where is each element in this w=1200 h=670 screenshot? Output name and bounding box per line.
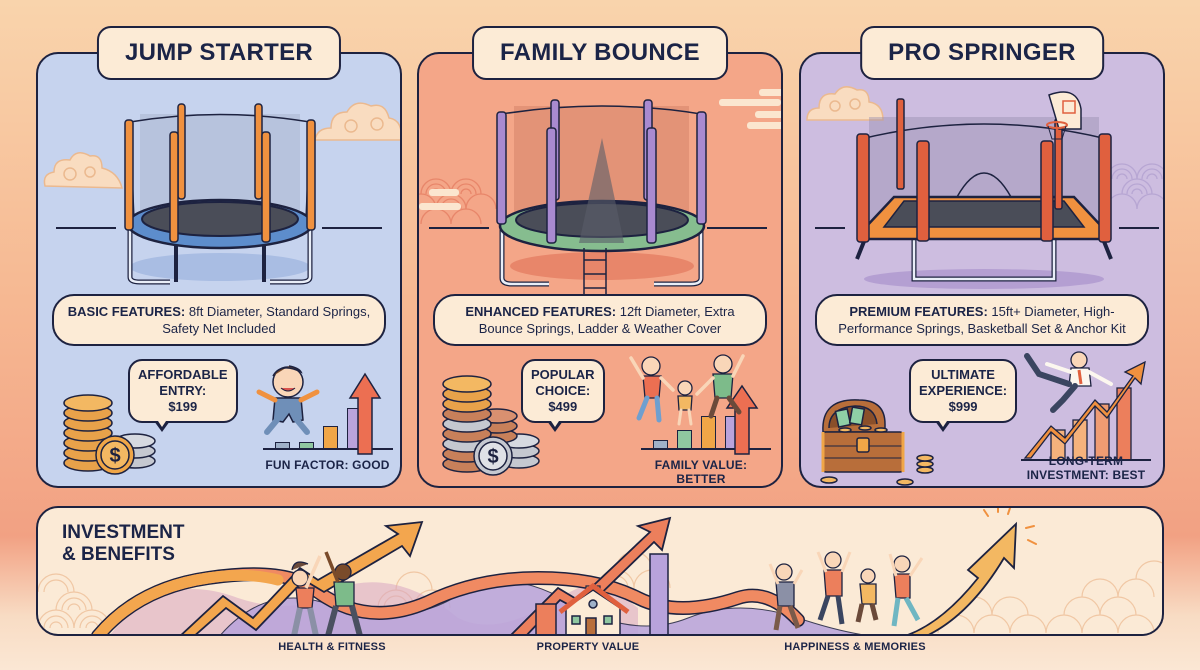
features-label: ENHANCED FEATURES:	[465, 304, 617, 319]
rating-caption-line: INVESTMENT: BEST	[1026, 468, 1146, 482]
bar	[275, 442, 290, 448]
ground-line	[56, 227, 116, 229]
treasure-chest-icon	[820, 399, 934, 486]
benefit-label-happiness: HAPPINESS & MEMORIES	[784, 641, 926, 653]
price-value: $499	[548, 399, 578, 414]
jumping-friends	[768, 551, 924, 631]
features-text: 15ft+ Diameter, High-Performance Springs…	[838, 304, 1126, 336]
features-box: ENHANCED FEATURES: 12ft Diameter, Extra …	[433, 294, 767, 346]
bar	[323, 426, 338, 448]
investment-benefits-panel: INVESTMENT & BENEFITS	[36, 506, 1164, 636]
section-title-line: INVESTMENT	[62, 522, 185, 543]
ground-line	[815, 227, 845, 229]
features-text: 8ft Diameter, Standard Springs, Safety N…	[162, 304, 371, 336]
price-bubble-line: POPULAR	[531, 367, 595, 382]
ground-line	[1119, 227, 1159, 229]
section-title-line: & BENEFITS	[62, 544, 175, 565]
tier-card-jump-starter: BASIC FEATURES: 8ft Diameter, Standard S…	[36, 26, 402, 488]
coin-stack-icon: $	[442, 375, 540, 476]
rating-caption-line: LONG-TERM	[1048, 454, 1124, 468]
price-bubble-line: ENTRY:	[159, 383, 207, 398]
bar	[677, 430, 692, 448]
benefit-label-health: HEALTH & FITNESS	[278, 641, 386, 653]
jumping-child-icon	[256, 365, 320, 435]
section-title: INVESTMENT & BENEFITS	[62, 522, 184, 566]
svg-text:$: $	[487, 446, 498, 468]
price-bubble: AFFORDABLE ENTRY: $199	[128, 359, 238, 432]
svg-text:$: $	[109, 445, 120, 467]
jumping-family-icon	[629, 354, 745, 426]
rising-chart-arrow-icon	[1021, 360, 1151, 461]
features-text: 12ft Diameter, Extra Bounce Springs, Lad…	[478, 304, 735, 336]
cloud-icon	[806, 86, 884, 121]
arrow-up-icon	[348, 372, 382, 455]
price-bubble-line: EXPERIENCE:	[919, 383, 1008, 398]
price-bubble: POPULAR CHOICE: $499	[521, 359, 605, 432]
price-bubble: ULTIMATE EXPERIENCE: $999	[909, 359, 1018, 432]
leaping-businessman-icon	[1024, 351, 1113, 413]
features-box: BASIC FEATURES: 8ft Diameter, Standard S…	[52, 294, 386, 346]
price-bubble-line: CHOICE:	[535, 383, 591, 398]
stretching-people	[291, 551, 363, 634]
tier-card-pro-springer: PREMIUM FEATURES: 15ft+ Diameter, High-P…	[799, 26, 1165, 488]
ground-line	[429, 227, 489, 229]
features-label: BASIC FEATURES:	[67, 304, 186, 319]
trampoline-round-green-icon	[496, 99, 707, 298]
tier-title: PRO SPRINGER	[860, 26, 1104, 80]
trampoline-rectangular-basketball-icon	[855, 91, 1113, 289]
price-bubble-line: AFFORDABLE	[138, 367, 228, 382]
ground-line	[707, 227, 767, 229]
coin-stack-icon: $	[63, 394, 156, 475]
rating-caption: FAMILY VALUE: BETTER	[654, 458, 748, 486]
rating-caption: FUN FACTOR: GOOD	[265, 458, 390, 472]
cloud-icon	[314, 102, 400, 141]
price-value: $999	[948, 399, 978, 414]
benefits-illustration	[38, 508, 1162, 634]
bar	[701, 416, 716, 448]
price-value: $199	[168, 399, 198, 414]
tier-card-family-bounce: ENHANCED FEATURES: 12ft Diameter, Extra …	[417, 26, 783, 488]
trampoline-round-blue-icon	[124, 103, 316, 285]
price-bubble-line: ULTIMATE	[931, 367, 995, 382]
rating-bar-chart	[641, 360, 771, 450]
bar	[653, 440, 668, 448]
benefit-label-property: PROPERTY VALUE	[536, 641, 640, 653]
rating-caption: LONG-TERM INVESTMENT: BEST	[1021, 454, 1151, 482]
cloud-stripe-icon	[419, 189, 461, 210]
cloud-icon	[43, 152, 123, 189]
bar	[299, 442, 314, 448]
cloud-stripe-icon	[719, 89, 781, 129]
features-label: PREMIUM FEATURES:	[849, 304, 988, 319]
ground-line	[322, 227, 382, 229]
features-box: PREMIUM FEATURES: 15ft+ Diameter, High-P…	[815, 294, 1149, 346]
tier-title: JUMP STARTER	[96, 26, 342, 80]
tier-title: FAMILY BOUNCE	[472, 26, 728, 80]
